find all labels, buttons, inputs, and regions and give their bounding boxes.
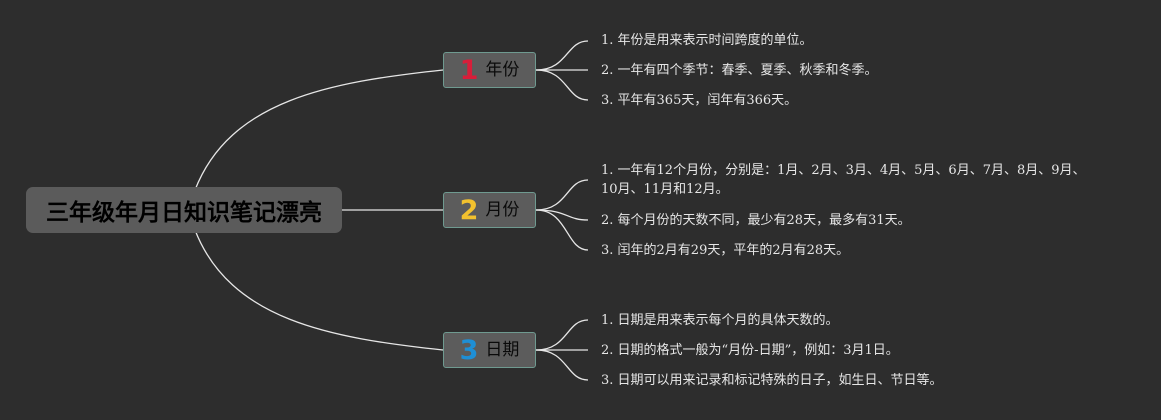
leaf-topic[interactable]: 1. 一年有12个月份，分别是：1月、2月、3月、4月、5月、6月、7月、8月、…	[601, 163, 1086, 197]
branch-topic-year[interactable]: 1 年份	[443, 52, 536, 88]
leaf-topic[interactable]: 3. 日期可以用来记录和标记特殊的日子，如生日、节日等。	[601, 373, 943, 388]
connector-root-branch-3	[194, 229, 444, 351]
branch-number: 2	[459, 194, 479, 226]
leaf-topic[interactable]: 2. 日期的格式一般为“月份-日期”，例如：3月1日。	[601, 343, 899, 358]
connector-branch-3-leaf-3	[535, 349, 589, 381]
leaf-topic[interactable]: 2. 每个月份的天数不同，最少有28天，最多有31天。	[601, 213, 911, 228]
connector-branch-2-leaf-1	[535, 179, 589, 211]
leaf-topic[interactable]: 3. 闰年的2月有29天，平年的2月有28天。	[601, 243, 850, 258]
branch-topic-month[interactable]: 2 月份	[443, 192, 536, 228]
connector-branch-3-leaf-1	[535, 319, 589, 351]
branch-label: 日期	[485, 339, 520, 360]
branch-label: 年份	[485, 59, 520, 80]
branch-number: 1	[459, 54, 479, 86]
branch-topic-date[interactable]: 3 日期	[443, 332, 536, 368]
leaf-topic[interactable]: 1. 日期是用来表示每个月的具体天数的。	[601, 313, 839, 328]
root-topic-label: 三年级年月日知识笔记漂亮	[46, 200, 322, 226]
leaf-topic[interactable]: 3. 平年有365天，闰年有366天。	[601, 93, 798, 108]
connector-root-branch-1	[194, 69, 444, 191]
connector-branch-1-leaf-1	[535, 40, 589, 71]
connector-branch-1-leaf-3	[535, 69, 589, 101]
branch-label: 月份	[485, 199, 520, 220]
leaf-topic[interactable]: 1. 年份是用来表示时间跨度的单位。	[601, 33, 813, 48]
root-topic[interactable]: 三年级年月日知识笔记漂亮	[26, 187, 342, 233]
leaf-topic[interactable]: 2. 一年有四个季节：春季、夏季、秋季和冬季。	[601, 63, 878, 78]
branch-number: 3	[459, 334, 479, 366]
connector-branch-2-leaf-3	[535, 209, 589, 251]
